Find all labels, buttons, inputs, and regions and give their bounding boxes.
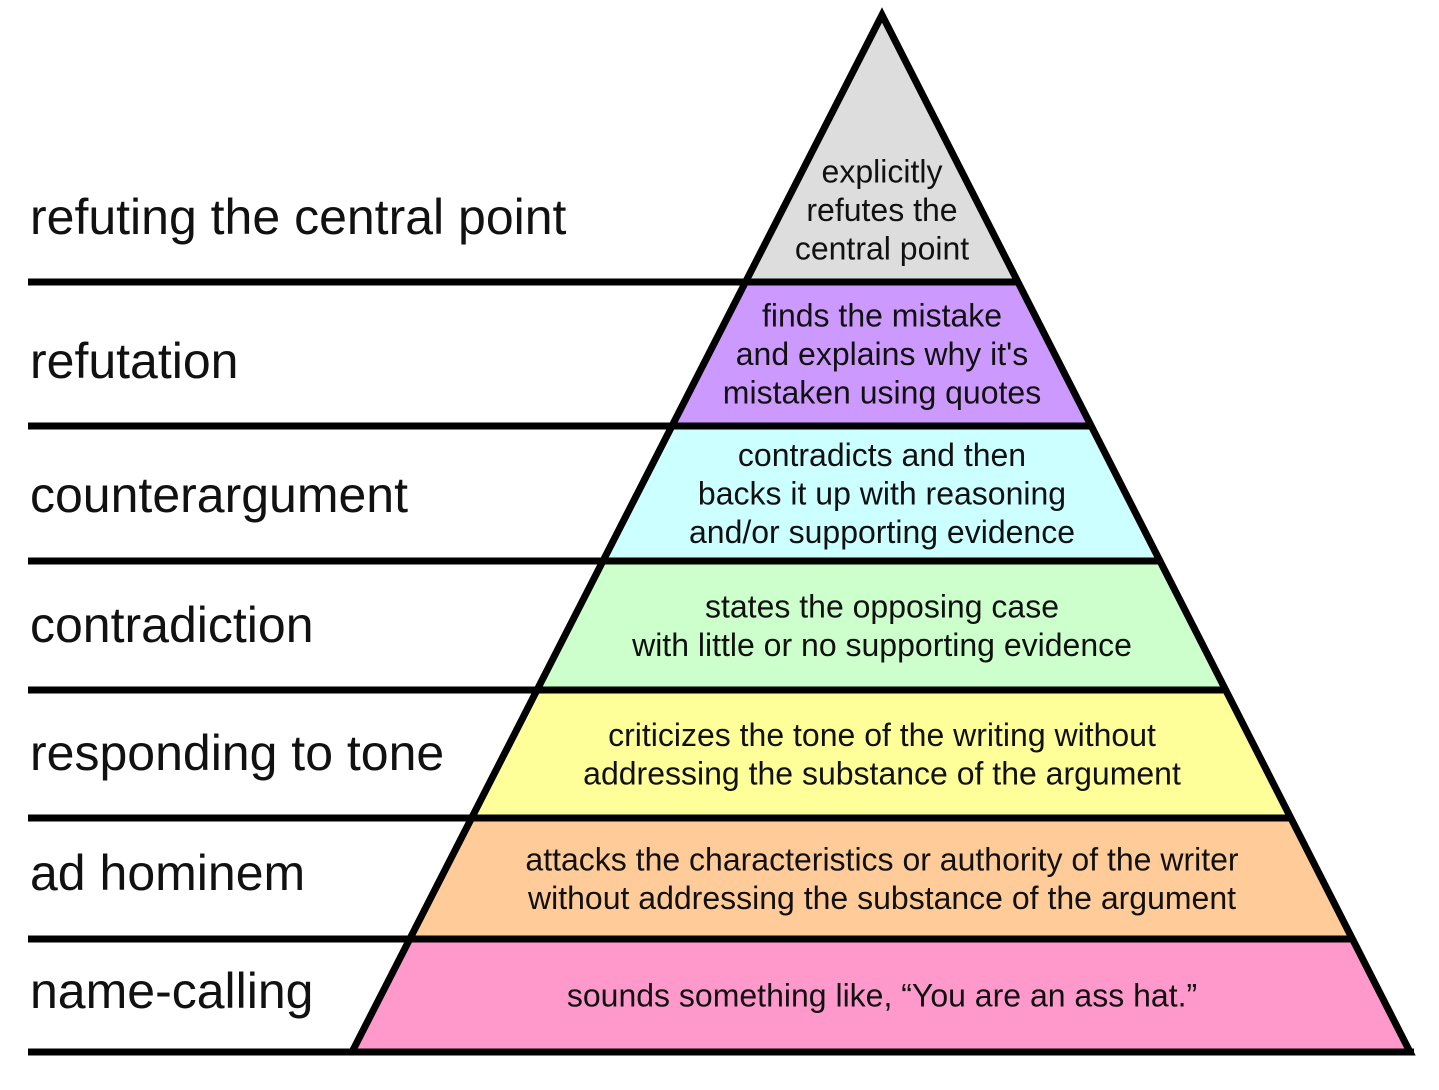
level-description-line: central point xyxy=(795,231,969,267)
level-label: responding to tone xyxy=(30,725,444,781)
pyramid-band xyxy=(471,690,1291,818)
level-description-line: finds the mistake xyxy=(762,298,1002,334)
pyramid-band xyxy=(352,939,1410,1052)
level-description-line: and explains why it's xyxy=(736,336,1028,372)
level-label: name-calling xyxy=(30,963,313,1019)
level-description-line: addressing the substance of the argument xyxy=(583,755,1181,791)
level-label: refutation xyxy=(30,333,238,389)
level-description-line: sounds something like, “You are an ass h… xyxy=(567,978,1197,1014)
level-description-line: criticizes the tone of the writing witho… xyxy=(608,717,1156,753)
level-description-line: contradicts and then xyxy=(738,437,1026,473)
level-description-line: attacks the characteristics or authority… xyxy=(525,841,1239,877)
pyramid-band xyxy=(602,426,1161,561)
pyramid-band xyxy=(409,818,1353,939)
level-label: ad hominem xyxy=(30,845,305,901)
level-description-line: states the opposing case xyxy=(705,588,1059,624)
level-description-line: backs it up with reasoning xyxy=(698,476,1066,512)
level-description-line: mistaken using quotes xyxy=(723,375,1041,411)
level-description-line: and/or supporting evidence xyxy=(689,514,1075,550)
pyramid-band xyxy=(671,282,1092,426)
level-description-line: explicitly xyxy=(822,154,943,190)
level-description-line: without addressing the substance of the … xyxy=(527,880,1236,916)
level-label: refuting the central point xyxy=(30,189,567,245)
level-label: counterargument xyxy=(30,467,408,523)
pyramid-band xyxy=(745,15,1018,282)
pyramid-outline xyxy=(346,7,1416,1056)
level-description-line: with little or no supporting evidence xyxy=(631,627,1132,663)
pyramid-band xyxy=(537,561,1226,690)
level-description-line: refutes the xyxy=(806,192,957,228)
level-label: contradiction xyxy=(30,597,314,653)
